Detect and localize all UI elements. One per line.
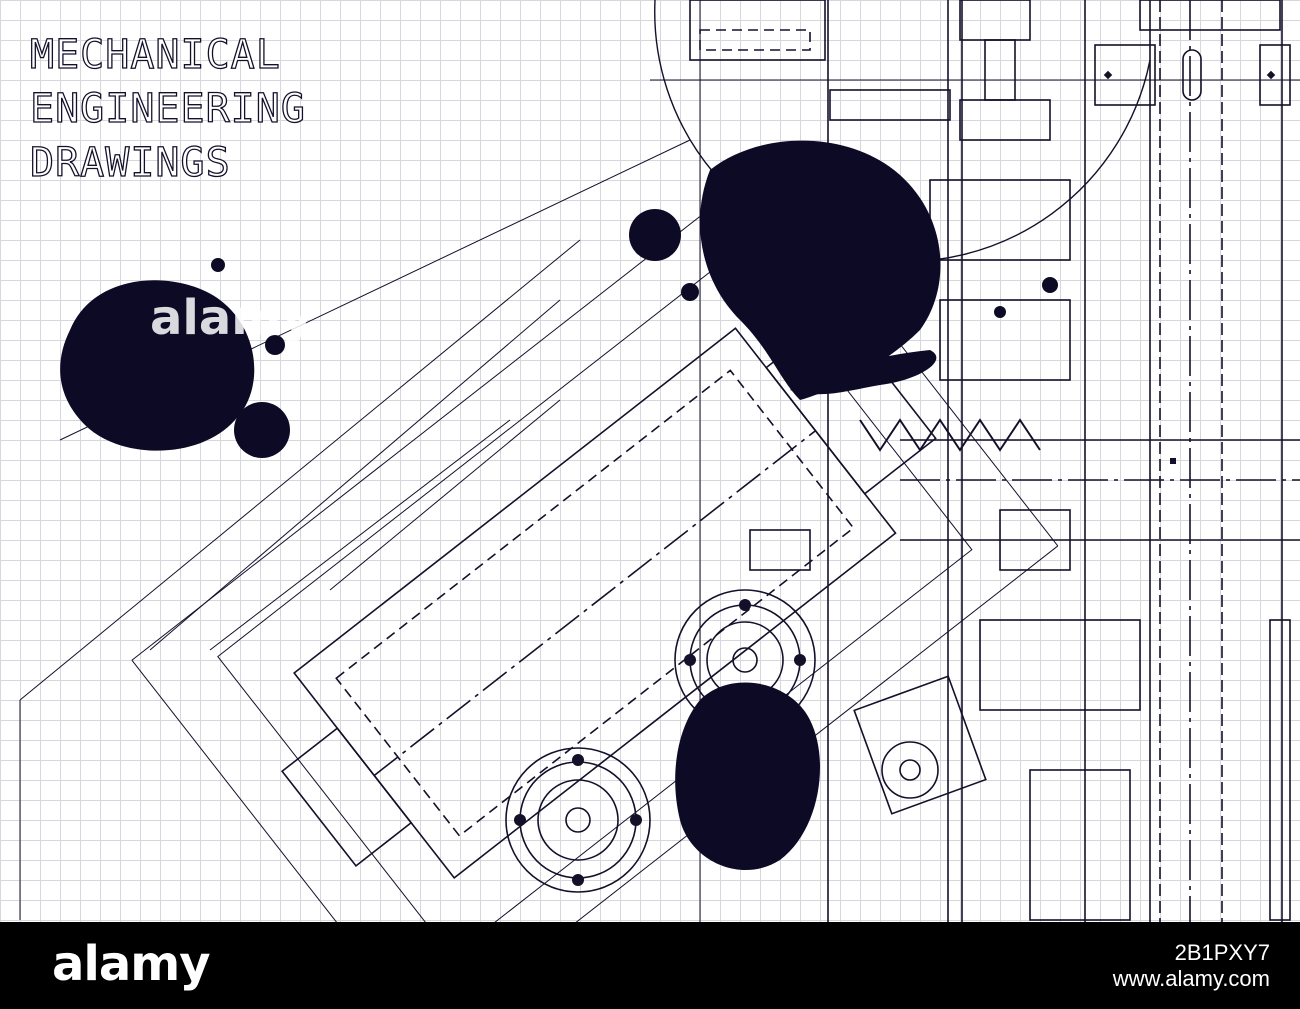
title-line-3: DRAWINGS <box>29 139 231 186</box>
title-block: MECHANICAL ENGINEERING DRAWINGS <box>29 28 306 190</box>
blueprint-drawing: MECHANICAL ENGINEERING DRAWINGS alamy <box>0 0 1300 922</box>
title-line-1: MECHANICAL <box>29 31 281 78</box>
footer-info: 2B1PXY7 www.alamy.com <box>1113 922 1270 1009</box>
title-line-2: ENGINEERING <box>29 85 306 132</box>
image-id: 2B1PXY7 <box>1174 939 1270 965</box>
blueprint-linework <box>19 0 1300 922</box>
footer-url: www.alamy.com <box>1112 965 1270 991</box>
footer-bar: alamy 2B1PXY7 www.alamy.com <box>0 922 1300 1009</box>
watermark: alamy <box>150 290 313 346</box>
alamy-logo: alamy <box>52 936 211 992</box>
ink-splatters <box>60 140 1058 871</box>
